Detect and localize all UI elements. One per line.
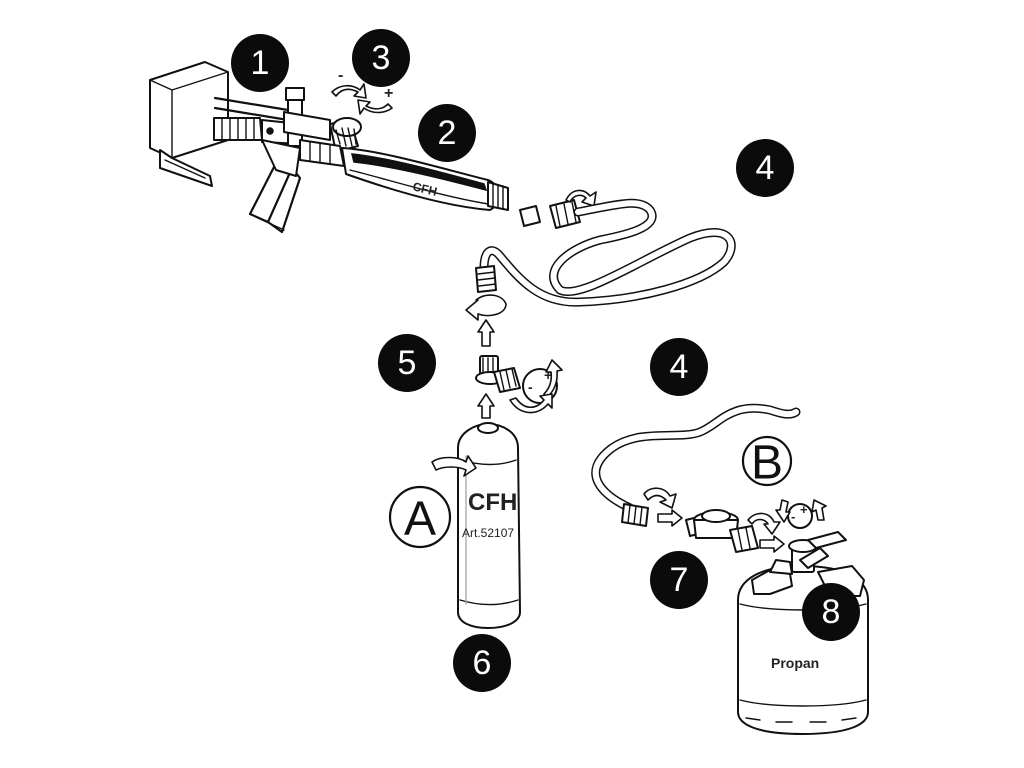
hose-b-tighten-arrow-icon <box>643 487 677 509</box>
bottle-minus-sign: - <box>791 509 795 524</box>
valve-column <box>283 87 331 147</box>
adapter-plus-sign: + <box>544 367 552 383</box>
svg-text:3: 3 <box>372 39 391 77</box>
svg-text:B: B <box>751 437 783 490</box>
pressure-regulator <box>685 509 785 553</box>
rotate-plus-arrow-icon <box>357 99 393 115</box>
handle-thread-end <box>487 181 509 211</box>
gas-adjust-knob <box>329 117 362 153</box>
callout-2: 2 <box>418 104 476 162</box>
callout-8: 8 <box>802 583 860 641</box>
callout-5: 5 <box>378 334 436 392</box>
bottle-close-arrow-icon <box>775 499 791 523</box>
gas-cartridge: CFH Art.52107 <box>431 422 521 629</box>
hose-b-insert-arrow-icon <box>657 509 683 527</box>
cartridge-brand-label: CFH <box>468 489 517 516</box>
callout-6: 6 <box>453 634 511 692</box>
up-arrow-bottom-icon <box>477 393 495 419</box>
bottle-open-arrow-icon <box>811 499 827 521</box>
hose-lower <box>591 403 801 527</box>
adapter-minus-sign: - <box>528 379 533 395</box>
regulator-tighten-arrow-icon <box>747 512 781 535</box>
svg-text:1: 1 <box>251 44 270 82</box>
propane-label: Propan <box>771 655 819 671</box>
svg-text:8: 8 <box>822 593 841 631</box>
hose-b-nut <box>621 503 649 527</box>
option-b: B <box>741 435 793 490</box>
torch-assembly: CFH - + <box>149 61 509 234</box>
callout-1: 1 <box>231 34 289 92</box>
rotate-minus-arrow-icon <box>331 83 367 99</box>
svg-text:4: 4 <box>670 348 689 386</box>
svg-text:7: 7 <box>670 561 689 599</box>
flame-adjust-arrows: - + <box>331 67 393 115</box>
callout-4-lower: 4 <box>650 338 708 396</box>
up-arrow-top-icon <box>477 319 495 347</box>
hose-lower-nut <box>475 265 497 293</box>
callout-7: 7 <box>650 551 708 609</box>
hose-upper-nut <box>549 199 581 229</box>
callout-3: 3 <box>352 29 410 87</box>
hose-upper <box>465 189 736 347</box>
svg-text:2: 2 <box>438 114 457 152</box>
cartridge-article-number: Art.52107 <box>462 526 514 540</box>
option-a: A <box>388 485 452 549</box>
svg-text:A: A <box>404 493 436 546</box>
callout-4-upper: 4 <box>736 139 794 197</box>
svg-text:4: 4 <box>756 149 775 187</box>
adapter-rotate-down-arrow-icon <box>509 393 553 414</box>
tighten-arrow-icon <box>565 189 597 207</box>
svg-text:5: 5 <box>398 344 417 382</box>
hose-insert-arrow-icon <box>519 205 541 227</box>
valve-plus-sign: + <box>384 85 393 102</box>
regulator-insert-arrow-icon <box>759 535 785 553</box>
valve-minus-sign: - <box>338 67 343 84</box>
torch-brand-label: CFH <box>411 179 438 199</box>
torch-handle: CFH <box>341 147 499 211</box>
torch-stand <box>248 139 302 234</box>
hose-rotate-arrow-icon <box>465 294 507 321</box>
bottle-plus-sign: + <box>800 502 808 517</box>
adapter-valve: - + <box>475 355 563 419</box>
cartridge-screw-arrow-icon <box>431 455 477 477</box>
svg-text:6: 6 <box>473 644 492 682</box>
